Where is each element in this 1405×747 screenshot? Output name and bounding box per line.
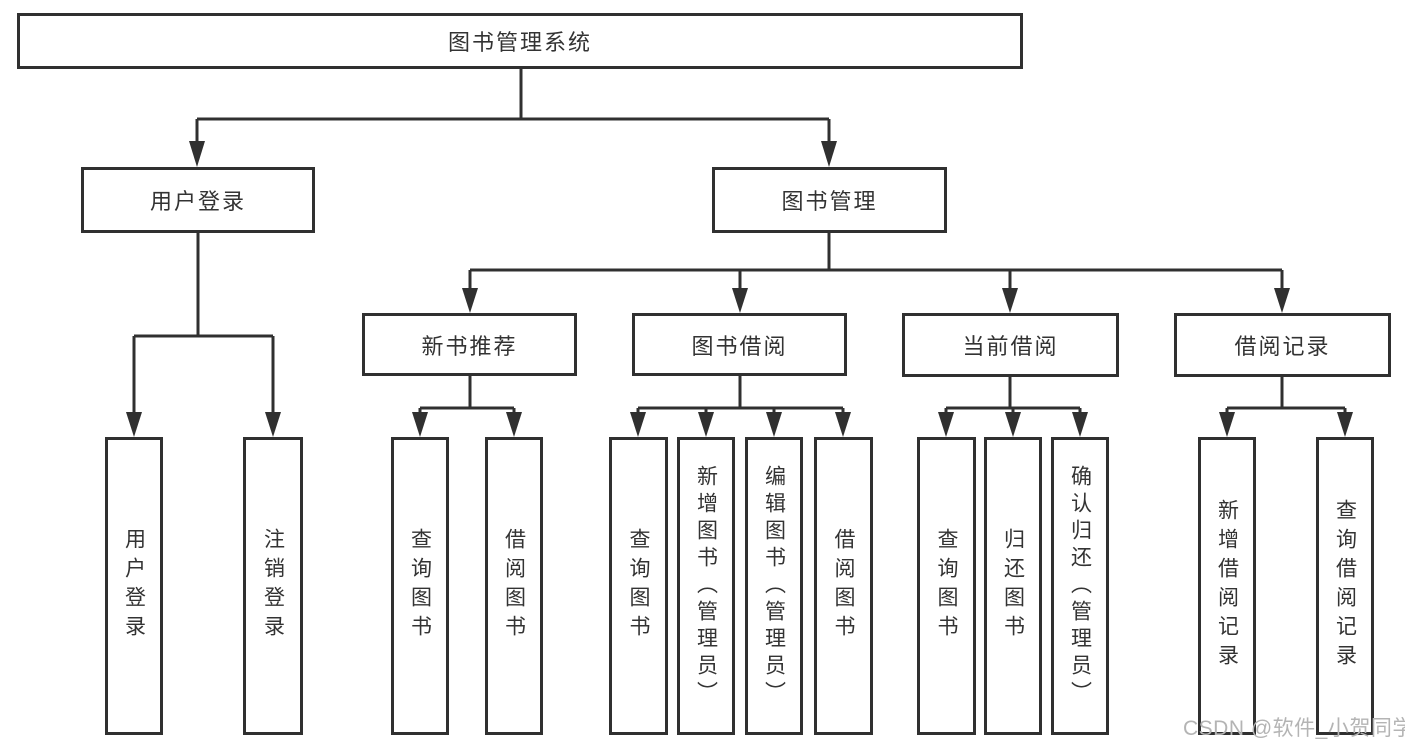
leaf-add-borrow-record: 新增借阅记录 [1198,437,1256,735]
leaf-recommend-query-book-label: 查询图书 [408,528,432,644]
arrowhead [630,412,646,437]
arrowhead [1005,412,1021,437]
arrowhead [1219,412,1235,437]
leaf-current-query-book-label: 查询图书 [935,528,958,644]
connector-dangqian-to-leaves [944,377,1082,416]
arrowhead [189,141,205,167]
connector-jieyue-to-leaves [636,376,845,416]
node-borrow-records-label: 借阅记录 [1234,334,1331,359]
node-new-book-recommend: 新书推荐 [362,313,577,376]
arrowhead [126,412,142,437]
leaf-logout-label: 注销登录 [261,528,285,644]
leaf-borrow-book: 借阅图书 [814,437,873,735]
leaf-query-borrow-record-label: 查询借阅记录 [1333,499,1357,673]
leaf-confirm-return-admin-label: 确认归还（管理员） [1068,464,1092,708]
arrowhead [506,412,522,437]
node-user-login-label: 用户登录 [149,189,246,214]
connector-jilu-to-leaves [1225,377,1347,416]
leaf-borrow-query-book: 查询图书 [609,437,668,735]
node-root-label: 图书管理系统 [447,30,592,55]
leaf-recommend-borrow-book-label: 借阅图书 [502,528,526,644]
node-book-borrow-label: 图书借阅 [691,333,788,359]
arrowhead [835,412,851,437]
arrowhead [1274,288,1290,313]
arrowhead [938,412,954,437]
connector-root-to-level2 [195,69,831,146]
arrowhead [1337,412,1353,437]
arrowheads [126,141,1353,437]
leaf-return-book: 归还图书 [984,437,1042,735]
leaf-user-login-label: 用户登录 [122,528,146,644]
leaf-query-borrow-record: 查询借阅记录 [1316,437,1374,735]
arrowhead [1072,412,1088,437]
leaf-borrow-query-book-label: 查询图书 [627,528,650,644]
leaf-borrow-book-label: 借阅图书 [832,528,855,644]
leaf-return-book-label: 归还图书 [1001,528,1025,644]
node-root-system: 图书管理系统 [17,13,1023,69]
arrowhead [462,288,478,313]
leaf-confirm-return-admin: 确认归还（管理员） [1051,437,1109,735]
arrowhead [1002,288,1018,313]
arrowhead [821,141,837,167]
arrowhead [766,412,782,437]
node-book-management: 图书管理 [712,167,947,233]
leaf-current-query-book: 查询图书 [917,437,976,735]
node-borrow-records: 借阅记录 [1174,313,1391,377]
arrowhead [412,412,428,437]
node-book-borrow: 图书借阅 [632,313,847,376]
connector-user-to-leaves [132,233,275,416]
arrowhead [265,412,281,437]
leaf-add-borrow-record-label: 新增借阅记录 [1215,499,1239,673]
arrowhead [698,412,714,437]
leaf-user-login: 用户登录 [105,437,163,735]
node-new-book-recommend-label: 新书推荐 [421,333,518,359]
node-current-borrow-label: 当前借阅 [962,334,1059,359]
connector-book-to-sections [468,233,1284,292]
node-user-login: 用户登录 [81,167,315,233]
leaf-recommend-query-book: 查询图书 [391,437,449,735]
arrowhead [732,288,748,313]
node-current-borrow: 当前借阅 [902,313,1119,377]
leaf-add-book-admin: 新增图书（管理员） [677,437,735,735]
leaf-add-book-admin-label: 新增图书（管理员） [694,464,718,708]
leaf-recommend-borrow-book: 借阅图书 [485,437,543,735]
connector-xinshu-to-leaves [418,376,516,416]
leaf-logout: 注销登录 [243,437,303,735]
leaf-edit-book-admin-label: 编辑图书（管理员） [762,464,786,708]
leaf-edit-book-admin: 编辑图书（管理员） [745,437,803,735]
node-book-management-label: 图书管理 [781,189,878,214]
csdn-watermark: CSDN @软件_小贺同学 [1183,717,1405,740]
